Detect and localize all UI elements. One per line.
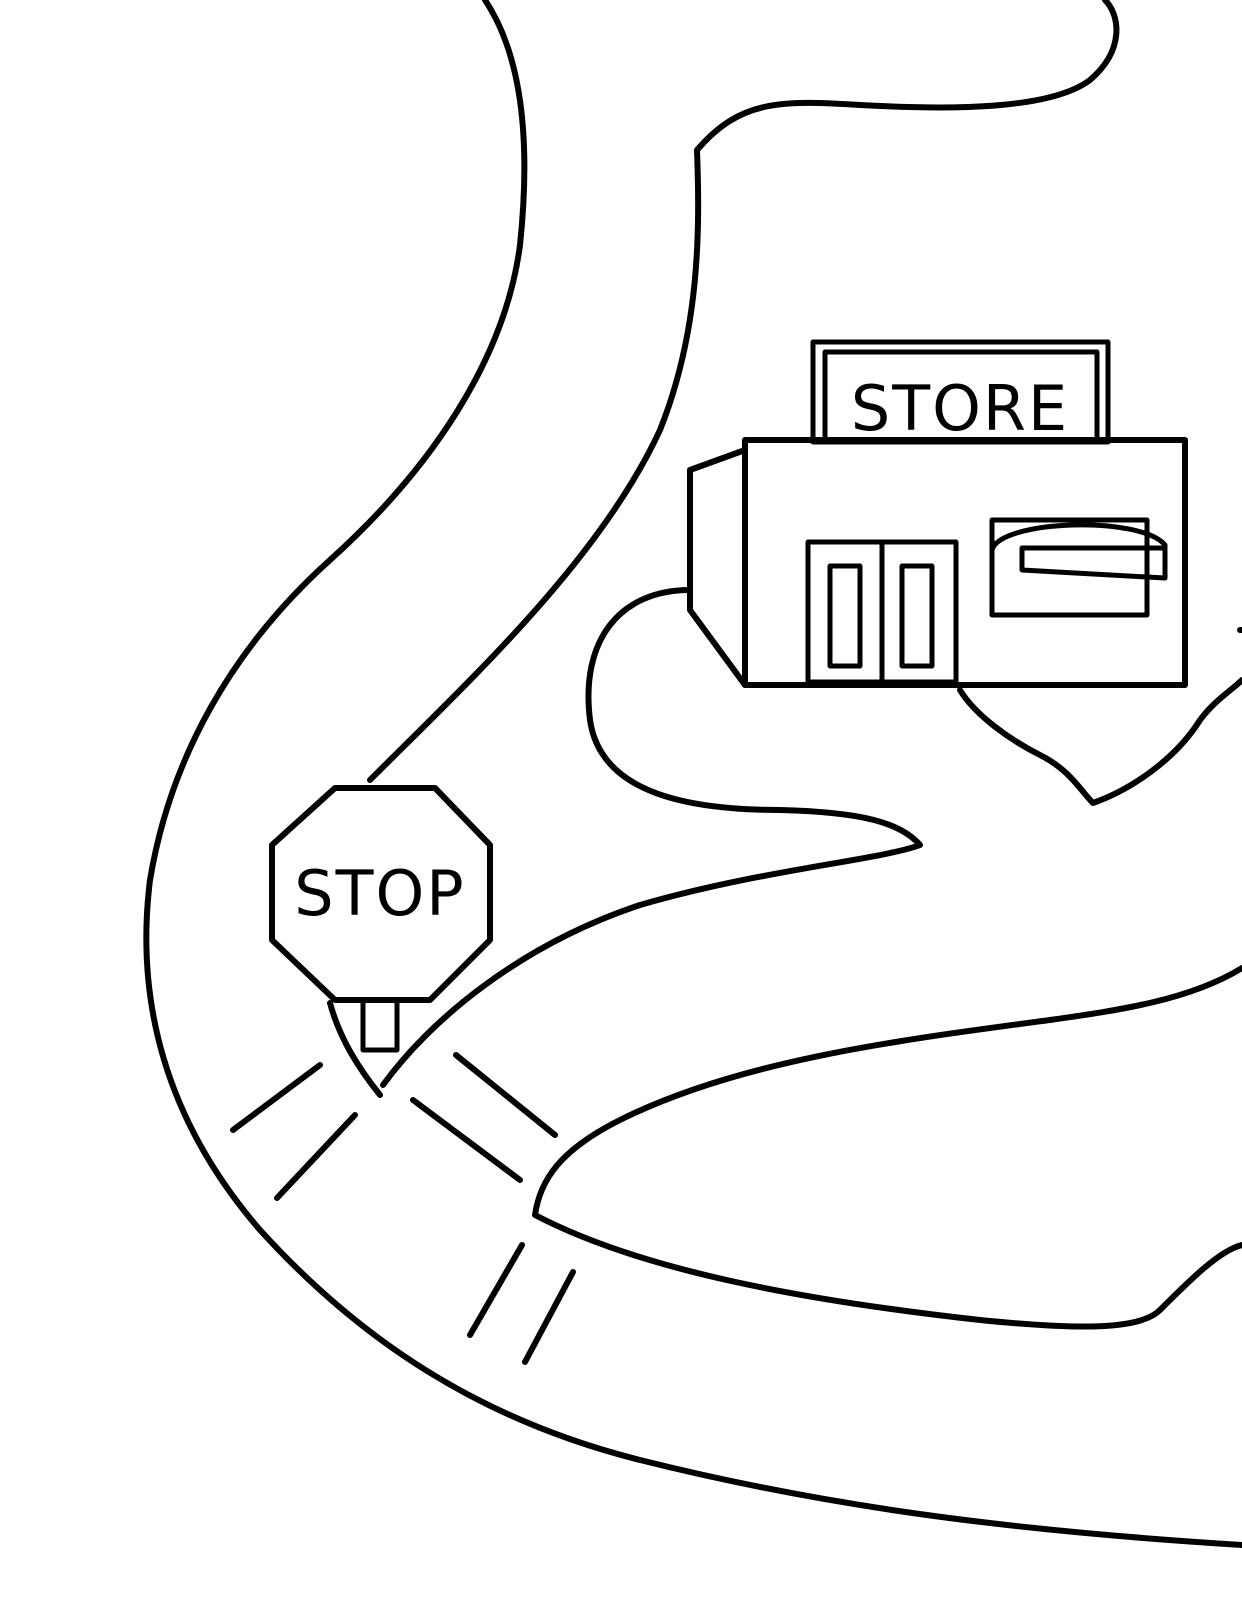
stop-sign-label: STOP (294, 857, 465, 930)
store-door-right-window (899, 563, 935, 669)
store-side-wall (687, 447, 748, 688)
road-branch-edge (532, 965, 1242, 1330)
stop-sign: STOP (269, 785, 493, 1098)
store-front-wall (742, 437, 1188, 688)
store-sign-label: STORE (851, 372, 1069, 445)
road-inner-left-edge (367, 0, 1120, 783)
road-outer-left-edge (143, 0, 1242, 1548)
stop-sign-post (360, 997, 400, 1053)
store-building: STORE (687, 339, 1188, 688)
store-window (989, 517, 1150, 618)
store-awning (989, 522, 1168, 581)
stop-sign-octagon (269, 785, 493, 1003)
driveway-edge (380, 587, 923, 1088)
road-right-edge (957, 677, 1242, 806)
crosswalk-marks (230, 1052, 576, 1365)
store-door-left-window (827, 563, 863, 669)
